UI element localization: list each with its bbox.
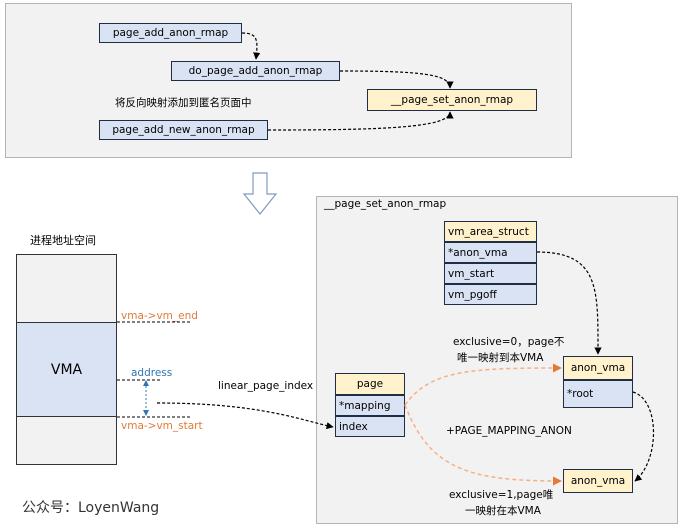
vma-label: VMA [50, 361, 83, 378]
right-panel-title: __page_set_anon_rmap [324, 198, 447, 210]
page-struct-header: page [335, 373, 405, 395]
exclusive-0-line1: exclusive=0，page不 [453, 336, 565, 348]
exclusive-0-line2: 唯一映射到本VMA [457, 352, 544, 364]
watermark: 公众号：LoyenWang [22, 500, 160, 516]
address-label: address [131, 367, 173, 379]
vm-area-struct-anon-vma: *anon_vma [444, 242, 537, 263]
page-struct-index: index [335, 416, 405, 437]
page-add-anon-rmap-box: page_add_anon_rmap [99, 23, 242, 43]
vm-end-label: vma->vm_end [121, 310, 198, 322]
reverse-map-note: 将反向映射添加到匿名页面中 [115, 97, 252, 109]
do-page-add-anon-rmap-box: do_page_add_anon_rmap [171, 61, 340, 81]
process-address-space-title: 进程地址空间 [30, 234, 96, 247]
linear-page-index-label: linear_page_index [218, 380, 314, 392]
set-anon-rmap-box: __page_set_anon_rmap [367, 89, 537, 111]
exclusive-1-line1: exclusive=1,page唯 [449, 489, 554, 501]
page-mapping-anon-label: +PAGE_MAPPING_ANON [446, 425, 572, 437]
anon-vma-top-root: *root [563, 380, 633, 408]
vm-area-struct-vm-start: vm_start [444, 263, 537, 284]
exclusive-1-line2: 一映射在本VMA [465, 505, 541, 517]
page-struct-mapping: *mapping [335, 395, 405, 416]
vm-start-label: vma->vm_start [121, 420, 203, 432]
vm-area-struct-vm-pgoff: vm_pgoff [444, 284, 537, 305]
vm-area-struct-header: vm_area_struct [444, 221, 537, 242]
vma-region: VMA [16, 322, 117, 417]
page-add-new-anon-rmap-box: page_add_new_anon_rmap [99, 120, 268, 140]
anon-vma-top-header: anon_vma [563, 356, 633, 380]
anon-vma-bottom: anon_vma [563, 469, 633, 493]
